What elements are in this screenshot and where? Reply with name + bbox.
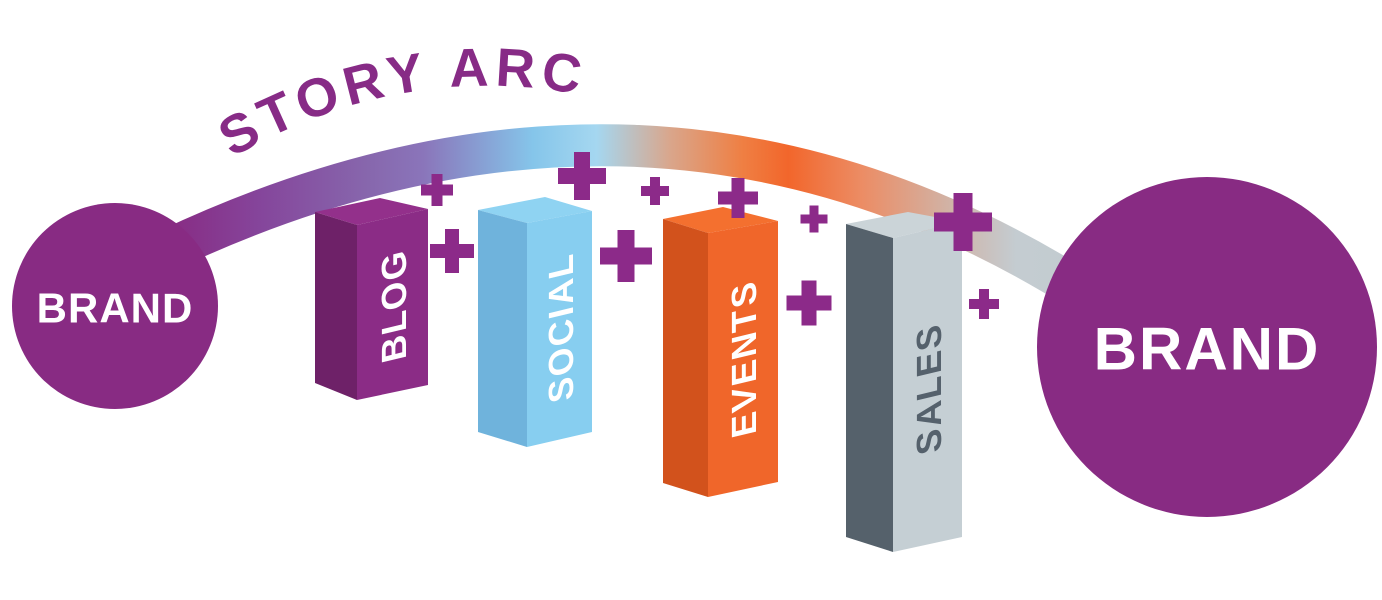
bar-events: EVENTS — [663, 207, 778, 497]
plus-icons — [421, 152, 999, 326]
bar-social-top-face — [478, 197, 592, 223]
bar-blog: BLOG — [315, 198, 428, 400]
bar-sales-front-face — [893, 222, 962, 552]
bar-social-label: SOCIAL — [541, 249, 581, 407]
plus-icon — [600, 230, 652, 282]
brand-circle-left: BRAND — [12, 203, 218, 409]
bar-social-side-face — [478, 210, 527, 447]
brand-circle-right: BRAND — [1037, 177, 1377, 517]
bar-events-side-face — [663, 219, 708, 497]
bar-events-front-face — [708, 221, 778, 497]
plus-icon — [969, 289, 999, 319]
bar-sales-side-face — [846, 224, 893, 552]
plus-icon — [786, 280, 832, 326]
plus-icon — [641, 177, 669, 205]
bar-blog-label: BLOG — [374, 245, 414, 367]
plus-icon — [421, 174, 453, 206]
bar-social-front-face — [527, 211, 592, 447]
bar-blog-side-face — [315, 212, 357, 400]
plus-icon — [558, 152, 606, 200]
bar-sales-label: SALES — [909, 319, 949, 459]
bar-sales: SALES — [846, 212, 962, 552]
plus-icon — [934, 193, 992, 251]
bar-blog-top-face — [315, 198, 428, 225]
bar-social: SOCIAL — [478, 197, 592, 447]
bar-sales-top-face — [846, 212, 962, 238]
brand-circle-left-shape — [12, 203, 218, 409]
bar-events-top-face — [663, 207, 778, 233]
brand-circle-right-label: BRAND — [1094, 316, 1321, 383]
brand-circle-right-shape — [1037, 177, 1377, 517]
plus-icon — [800, 205, 828, 233]
brand-circle-left-label: BRAND — [37, 285, 194, 332]
bar-blog-front-face — [357, 209, 428, 400]
bar-events-label: EVENTS — [724, 276, 764, 442]
plus-icon — [430, 229, 474, 273]
plus-icon — [718, 178, 758, 218]
